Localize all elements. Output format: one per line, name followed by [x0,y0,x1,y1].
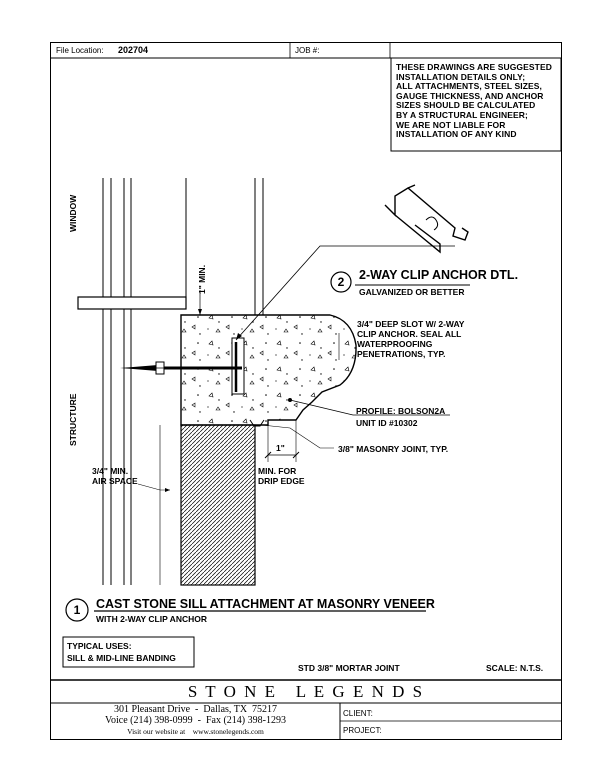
company-phone: Voice (214) 398-0999 - Fax (214) 398-129… [105,715,286,726]
detail2-circle [330,271,352,293]
typical-uses-item: SILL & MID-LINE BANDING [67,653,176,663]
drip-groove [249,419,265,427]
drip-edge-line: MIN. FOR [258,466,297,476]
project-label: PROJECT: [343,726,382,735]
detail2-title: 2-WAY CLIP ANCHOR DTL. [359,268,519,282]
drip-edge-note: MIN. FOR DRIP EDGE [258,466,318,486]
company-website: Visit our website at www.stonelegends.co… [127,727,264,736]
dim1-tick-1 [264,451,272,459]
air-space-fraction: 3/4" MIN. [92,466,129,476]
min1-label: 1" MIN. [197,264,207,294]
typical-uses-title: TYPICAL USES: [67,641,132,651]
disclaimer-line: SIZES SHOULD BE CALCULATED [396,100,536,111]
disclaimer-line: BY A STRUCTURAL ENGINEER; [396,109,528,120]
disclaimer-line: WE ARE NOT LIABLE FOR [396,119,506,130]
disclaimer-line: INSTALLATION OF ANY KIND [396,129,517,140]
air-space-label: AIR SPACE [92,476,138,486]
slot-note: 3/4" DEEP SLOT W/ 2-WAY CLIP ANCHOR. SEA… [357,319,517,359]
detail1-subtitle: WITH 2-WAY CLIP ANCHOR [96,614,207,624]
scale-note: SCALE: N.T.S. [486,663,544,673]
window-label: WINDOW [68,194,78,232]
leader-detail2 [235,245,455,341]
slot-note-line: PENETRATIONS, TYP. [357,349,446,359]
leader-airspace-arrow [165,488,170,492]
disclaimer-line: THESE DRAWINGS ARE SUGGESTED [396,62,552,72]
detail1-circle [65,598,89,622]
leader-joint [261,424,334,449]
masonry-veneer [180,424,256,586]
disclaimer-line: INSTALLATION DETAILS ONLY; [396,71,526,82]
company-name: S T O N E L E G E N D S [187,682,425,701]
detail1-number: 1 [73,603,81,617]
profile-label: PROFILE: BOLSON2A [356,406,446,416]
client-label: CLIENT: [343,709,373,718]
disclaimer-line: GAUGE THICKNESS, AND ANCHOR [396,90,544,101]
disclaimer-line: ALL ATTACHMENTS, STEEL SIZES, [396,81,542,92]
slot-note-line: CLIP ANCHOR. SEAL ALL [357,329,462,339]
drip-edge-line: DRIP EDGE [258,476,305,486]
leader-profile-dot [288,398,292,402]
dim1-label: 1" [276,443,285,453]
structure-label: STRUCTURE [68,393,78,446]
dim1-tick-2 [292,451,300,459]
file-location-value: 202704 [118,45,149,55]
slot-note-line: 3/4" DEEP SLOT W/ 2-WAY [357,319,465,329]
file-location-label: File Location: [56,46,104,55]
drawing-frame [50,42,562,740]
masonry-joint-label: 3/8" MASONRY JOINT, TYP. [338,444,449,454]
min1-arrow [198,309,202,315]
detail1-title: CAST STONE SILL ATTACHMENT AT MASONRY VE… [96,597,435,611]
job-label: JOB #: [295,46,320,55]
typical-uses-box [62,636,195,668]
slot-note-line: WATERPROOFING [357,339,433,349]
detail2-subtitle: GALVANIZED OR BETTER [359,287,465,297]
air-space-note: 3/4" MIN. AIR SPACE [92,466,162,486]
leader-detail2-arrow [236,333,242,340]
clip-anchor-hook [425,216,439,231]
disclaimer-note: THESE DRAWINGS ARE SUGGESTED INSTALLATIO… [396,62,561,140]
cast-stone-sill [180,314,357,426]
company-address: 301 Pleasant Drive - Dallas, TX 75217 [113,704,278,715]
unit-id-label: UNIT ID #10302 [356,418,418,428]
mortar-note: STD 3/8" MORTAR JOINT [298,663,400,673]
leader-profile [289,399,354,416]
detail2-number: 2 [337,275,345,289]
clip-anchor-detail [384,184,469,254]
